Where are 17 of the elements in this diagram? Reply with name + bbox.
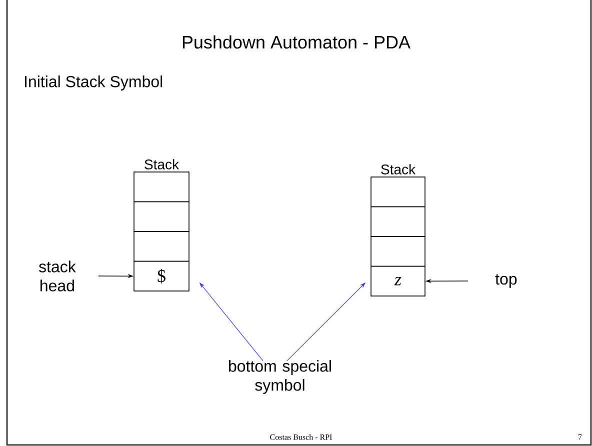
stack-cell <box>134 231 190 262</box>
node-label: Stack <box>144 159 180 170</box>
title: Pushdown Automaton - PDA <box>182 35 410 49</box>
symbol-cell: z <box>370 266 426 296</box>
node-label: Stack <box>381 164 416 174</box>
note-text: top <box>495 274 517 288</box>
page-number: 7 <box>578 434 582 440</box>
stack-cell <box>370 236 426 267</box>
note-text: bottom special symbol <box>229 360 331 394</box>
stack-cell <box>134 201 190 232</box>
subtitle: Initial Stack Symbol <box>25 76 162 90</box>
stack-cell <box>134 172 190 202</box>
stack-cell <box>370 206 426 237</box>
stack-cell <box>370 176 426 208</box>
symbol-cell: $ <box>134 260 190 292</box>
footer-text: Costas Busch - RPI <box>270 434 332 440</box>
note-text: stack head <box>38 260 76 292</box>
